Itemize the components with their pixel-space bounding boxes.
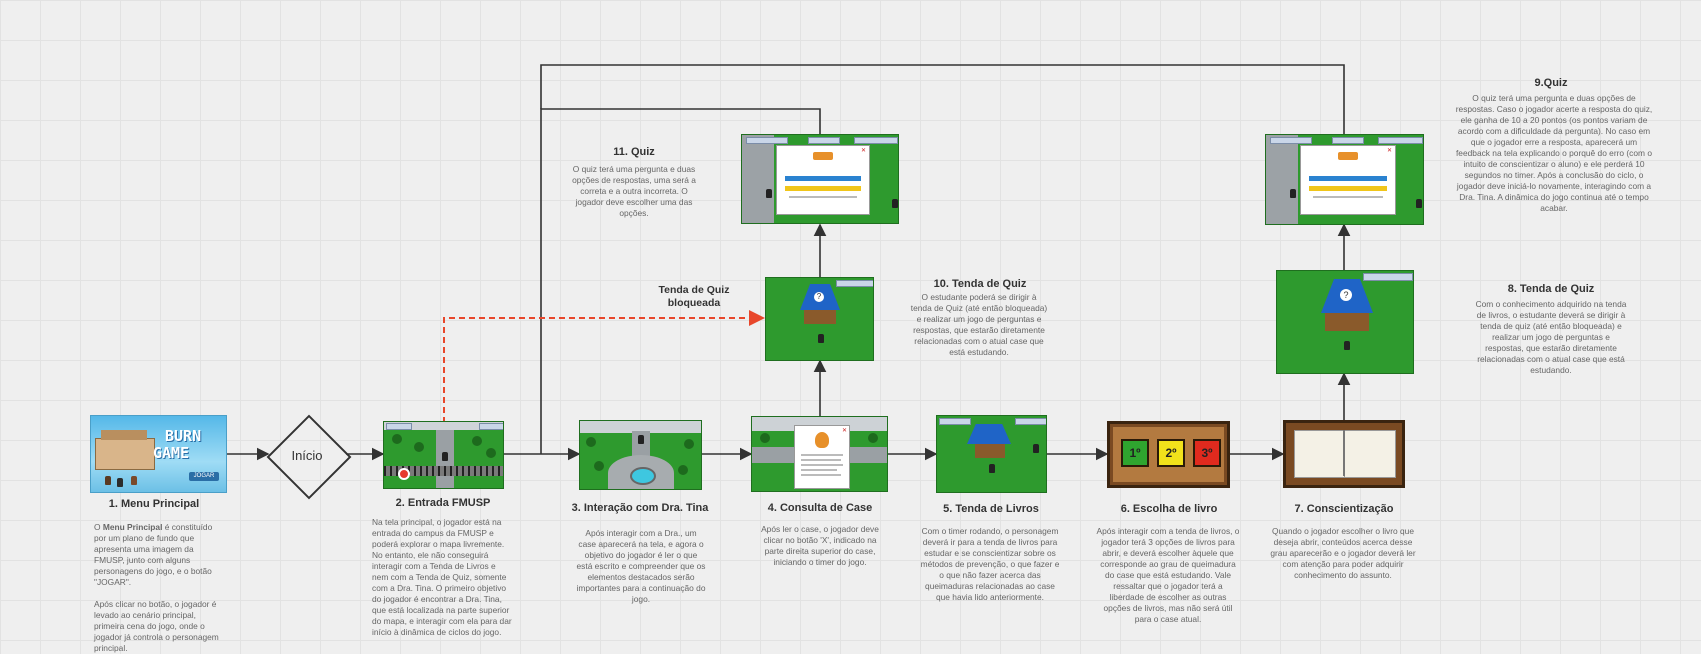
- tenda-livros-thumbnail: [936, 415, 1047, 493]
- step-5-description: Com o timer rodando, o personagem deverá…: [920, 526, 1060, 602]
- step-9-description: O quiz terá uma pergunta e duas opções d…: [1455, 93, 1653, 213]
- tenda-quiz-8-thumbnail: ?: [1276, 270, 1414, 374]
- step-7-description: Quando o jogador escolher o livro que de…: [1270, 526, 1416, 580]
- step-11-description: O quiz terá uma pergunta e duas opções d…: [572, 164, 696, 218]
- step-7-title: 7. Conscientização: [1294, 503, 1394, 515]
- tenda-quiz-10-thumbnail: ?: [765, 277, 874, 361]
- step-2-title: 2. Entrada FMUSP: [395, 497, 491, 509]
- menu-principal-thumbnail: BURN GAME JOGAR: [90, 415, 227, 493]
- step-8-description: Com o conhecimento adquirido na tenda de…: [1475, 299, 1627, 375]
- step-2-description: Na tela principal, o jogador está na ent…: [372, 517, 512, 637]
- dra-tina-thumbnail: [579, 420, 702, 490]
- start-node: Início: [266, 414, 352, 500]
- loop-quiz9: [540, 64, 1345, 134]
- step-8-title: 8. Tenda de Quiz: [1507, 283, 1595, 295]
- step-1-description: O Menu Principal é constituído por um pl…: [94, 522, 219, 653]
- escolha-livro-thumbnail: 1º 2º 3º: [1107, 421, 1230, 488]
- step-4-title: 4. Consulta de Case: [767, 502, 873, 514]
- consulta-case-thumbnail: ✕: [751, 416, 888, 492]
- start-label: Início: [291, 447, 323, 463]
- step-10-description: O estudante poderá se dirigir à tenda de…: [910, 292, 1048, 357]
- quiz-9-thumbnail: ✕: [1265, 134, 1424, 225]
- entrada-fmusp-thumbnail: [383, 421, 504, 489]
- tenda-quiz-bloqueada-label: Tenda de Quiz bloqueada: [658, 284, 730, 309]
- step-1-title: 1. Menu Principal: [108, 498, 200, 510]
- step-3-title: 3. Interação com Dra. Tina: [571, 502, 709, 514]
- step-5-title: 5. Tenda de Livros: [943, 503, 1039, 515]
- locked-dashed-arrow: [443, 310, 765, 423]
- step-6-description: Após interagir com a tenda de livros, o …: [1096, 526, 1240, 624]
- conscientizacao-thumbnail: [1283, 420, 1405, 488]
- book-tile-1: 1º: [1121, 439, 1149, 467]
- quiz-11-thumbnail: ✕: [741, 134, 899, 224]
- step-3-description: Após interagir com a Dra., um case apare…: [576, 528, 706, 604]
- step-11-title: 11. Quiz: [613, 146, 655, 158]
- book-tile-3: 3º: [1193, 439, 1221, 467]
- step-4-description: Após ler o case, o jogador deve clicar n…: [761, 524, 879, 567]
- step-6-title: 6. Escolha de livro: [1120, 503, 1218, 515]
- step-9-title: 9.Quiz: [1534, 77, 1568, 89]
- jogar-button: JOGAR: [189, 472, 219, 481]
- book-tile-2: 2º: [1157, 439, 1185, 467]
- game-logo: BURN GAME: [153, 427, 202, 462]
- step-10-title: 10. Tenda de Quiz: [933, 278, 1027, 290]
